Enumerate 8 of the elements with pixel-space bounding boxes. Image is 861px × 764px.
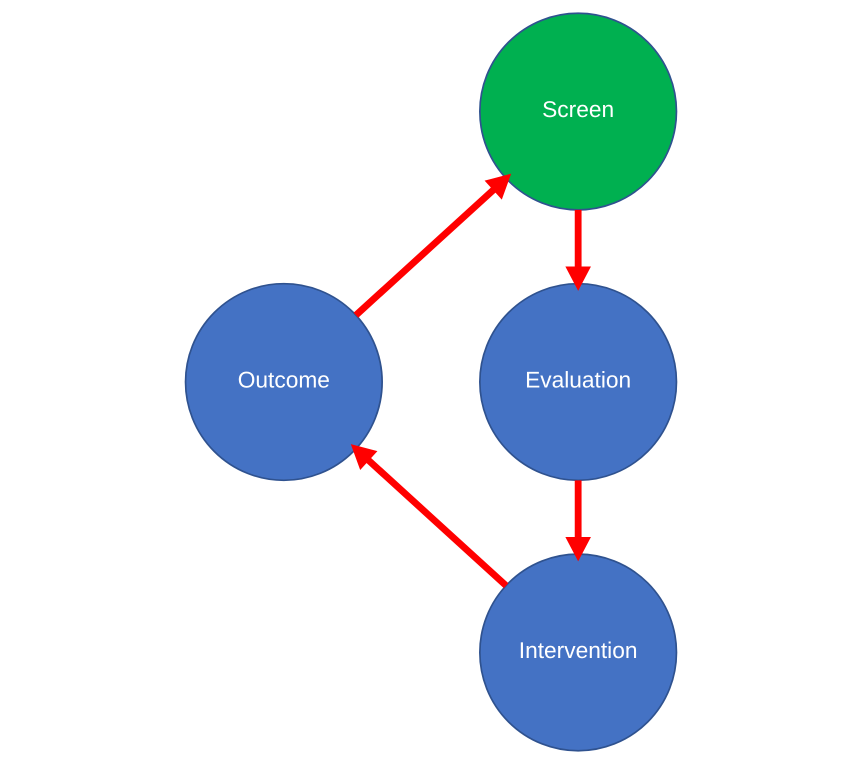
node-circle: Evaluation [478,282,677,482]
arrow [564,480,590,562]
node-circle: Intervention [478,553,677,752]
node-circle: Outcome [184,282,382,482]
arrow [350,444,508,588]
node-circle: Screen [478,12,677,211]
arrow [564,210,590,291]
arrow [353,174,511,318]
